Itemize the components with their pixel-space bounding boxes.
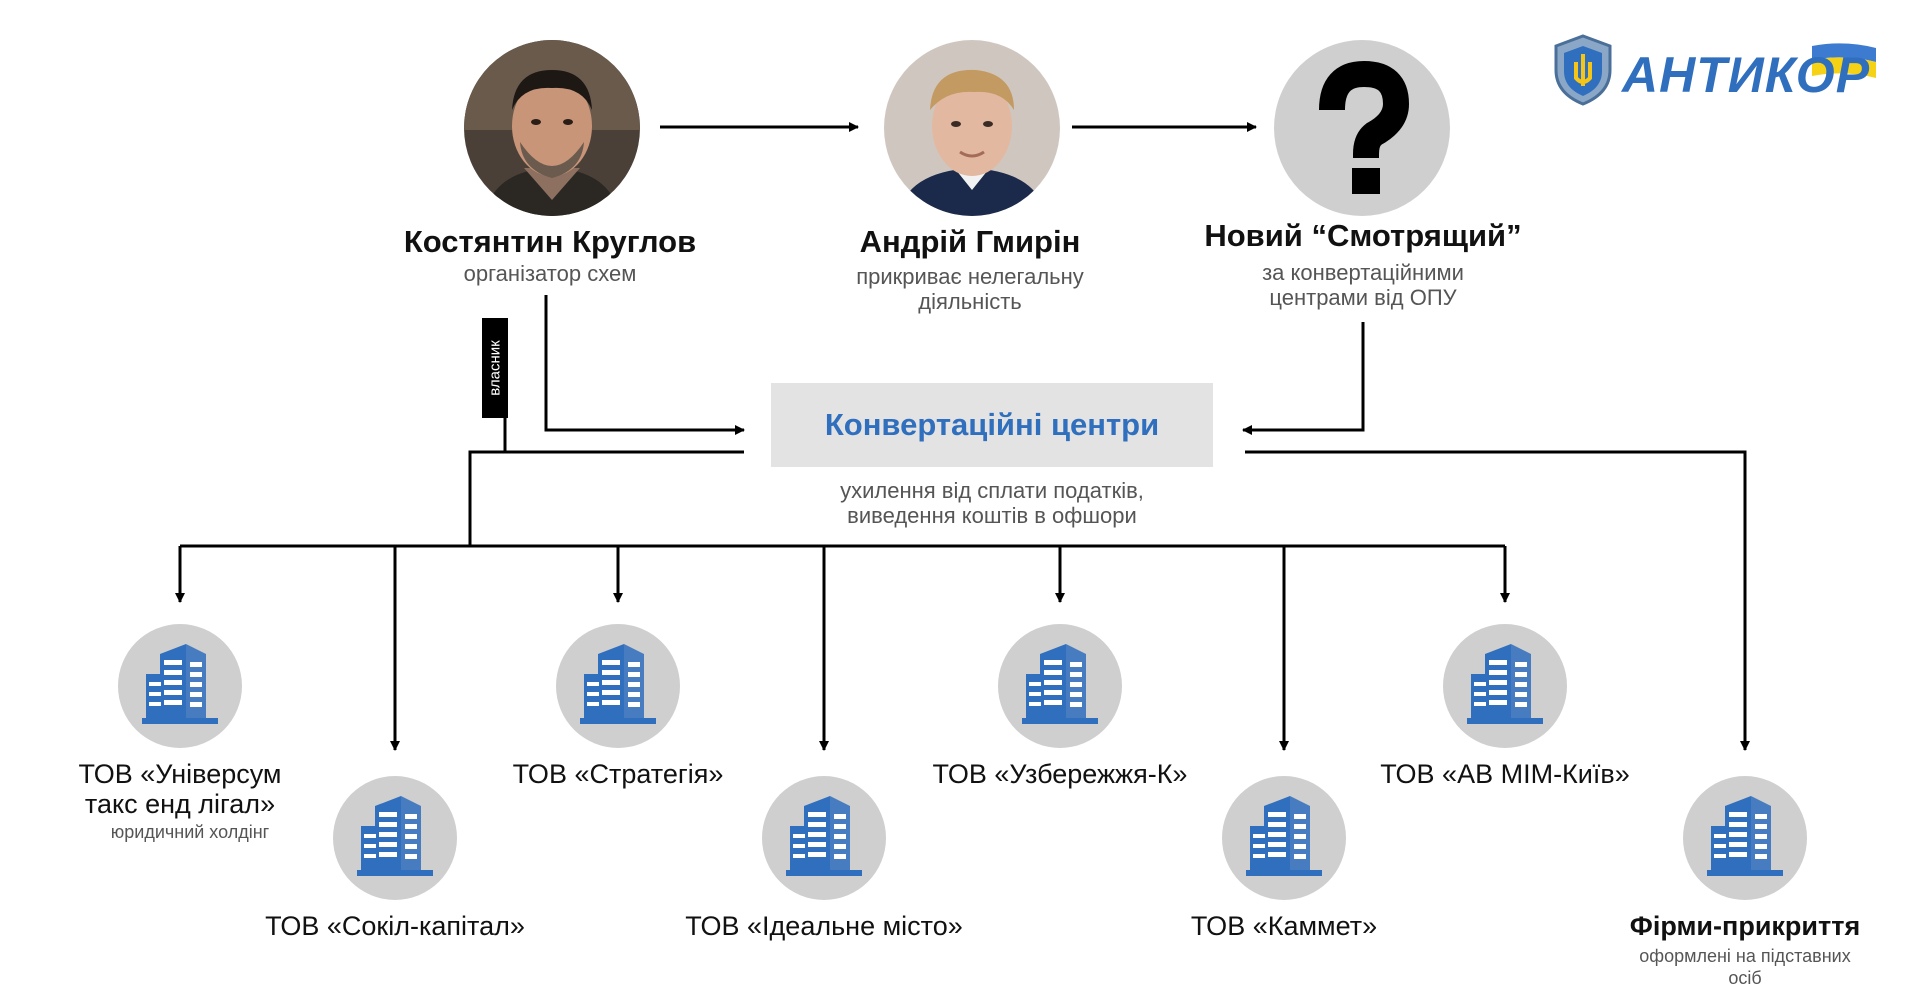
logo-text: АНТИКОР: [1622, 47, 1871, 103]
building-icon: [118, 624, 242, 748]
person-role-kruglov: організатор схем: [463, 261, 637, 286]
company-sub-universum: юридичний холдінг: [110, 822, 270, 842]
person-role-overseer-line1: за конвертаційними: [1262, 260, 1464, 285]
question-mark-icon: [1319, 60, 1410, 194]
person-name-hmyrin: Андрій Гмирін: [859, 224, 1081, 259]
building-icon: [1222, 776, 1346, 900]
building-icon: [556, 624, 680, 748]
arrow-overseer-to-center: [1242, 322, 1365, 435]
building-icon: [998, 624, 1122, 748]
building-icon: [1683, 776, 1807, 900]
person-name-kruglov: Костянтин Круглов: [403, 224, 697, 259]
arrow-kruglov-to-center: [544, 295, 745, 435]
company-name-idealne-misto: ТОВ «Ідеальне місто»: [685, 911, 963, 941]
person-name-overseer: Новий “Смотрящий”: [1204, 218, 1522, 253]
center-desc-line2: виведення коштів в офшори: [847, 503, 1137, 528]
company-name-av-mim-kyiv: ТОВ «АВ МІМ-Київ»: [1380, 759, 1630, 789]
avatar-kruglov: [464, 40, 640, 216]
building-icon: [333, 776, 457, 900]
person-role-overseer-line2: центрами від ОПУ: [1269, 285, 1457, 310]
company-name-sokil-kapital: ТОВ «Сокіл-капітал»: [265, 911, 525, 941]
company-sub-cover-firms-line1: оформлені на підставних: [1639, 946, 1851, 966]
center-left-trunk: [468, 450, 744, 546]
company-name-uzberezhzhia-k: ТОВ «Узбережжя-К»: [932, 759, 1188, 789]
company-sub-cover-firms-line2: осіб: [1728, 968, 1762, 988]
person-role-hmyrin-line1: прикриває нелегальну: [856, 264, 1084, 289]
owner-tag: власник: [482, 318, 508, 418]
company-name-stratehiia: ТОВ «Стратегія»: [512, 759, 724, 789]
arrow-to-cover-firms: [1245, 450, 1750, 751]
company-name-cover-firms: Фірми-прикриття: [1629, 911, 1861, 941]
building-icon: [1443, 624, 1567, 748]
avatar-hmyrin: [884, 40, 1060, 216]
shield-icon: [1554, 34, 1612, 106]
avatar-unknown: [1274, 40, 1450, 216]
conversion-centers-box: Конвертаційні центри: [771, 383, 1213, 467]
ukraine-flag-icon: [1812, 43, 1876, 78]
company-name-universum-line2: такс енд лігал»: [84, 789, 276, 819]
person-role-hmyrin-line2: діяльність: [918, 289, 1022, 314]
company-name-universum: ТОВ «Універсум: [78, 759, 282, 789]
antikor-logo: АНТИКОР: [1548, 28, 1888, 118]
company-name-kammet: ТОВ «Каммет»: [1190, 911, 1378, 941]
conversion-centers-title: Конвертаційні центри: [824, 407, 1160, 442]
building-icon: [762, 776, 886, 900]
center-desc-line1: ухилення від сплати податків,: [840, 478, 1144, 503]
